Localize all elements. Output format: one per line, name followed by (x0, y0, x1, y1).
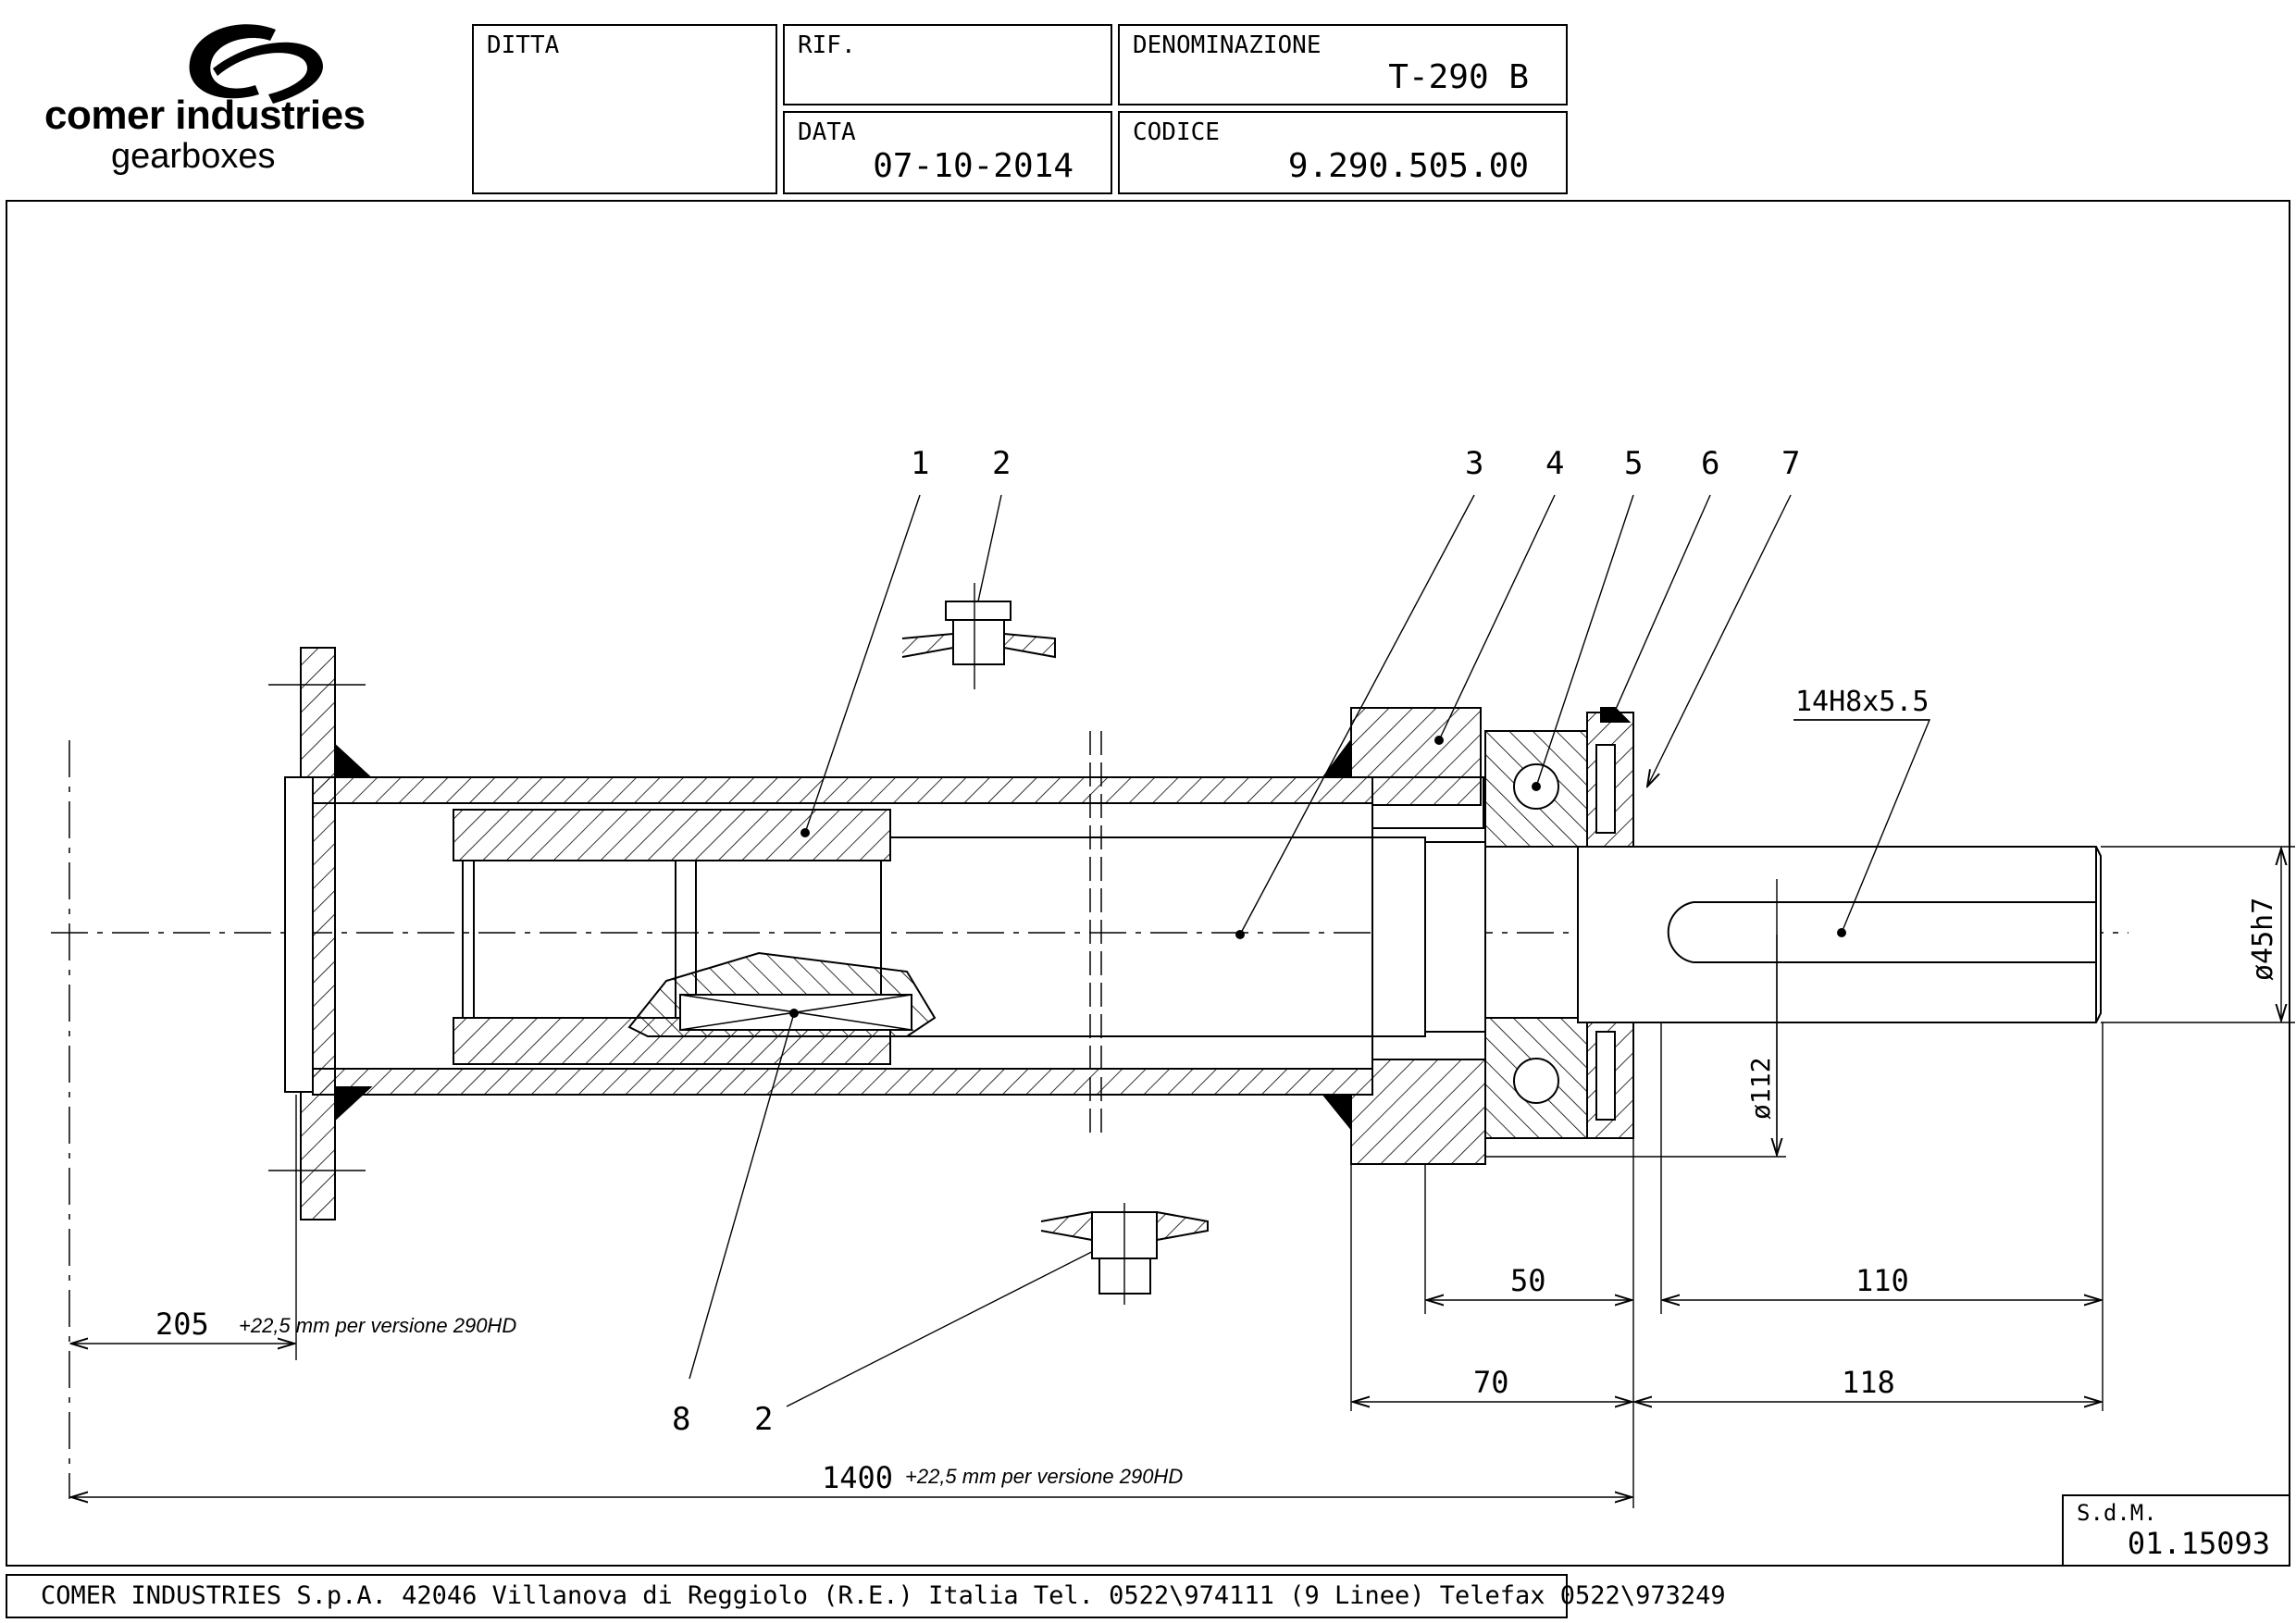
tube-top-wall (312, 776, 1373, 804)
comer-swoosh-icon (189, 24, 323, 104)
balloon-1: 1 (911, 445, 929, 482)
ditta-field: DITTA (472, 24, 777, 194)
balloon-8: 8 (672, 1401, 690, 1438)
shaft-step (1424, 841, 1486, 1033)
sleeve-top (453, 809, 891, 861)
rif-field: RIF. (783, 24, 1112, 105)
bearing-ball-bottom (1513, 1058, 1559, 1104)
denominazione-value: T-290 B (1388, 58, 1529, 96)
company-tagline: gearboxes (111, 137, 276, 176)
company-name: comer industries (44, 93, 366, 138)
dim-110: 110 (1855, 1263, 1909, 1298)
note-205: +22,5 mm per versione 290HD (239, 1314, 516, 1337)
dim-118: 118 (1842, 1365, 1895, 1400)
dim-205: 205 (155, 1307, 209, 1342)
denominazione-label: DENOMINAZIONE (1133, 31, 1322, 59)
rif-label: RIF. (798, 31, 856, 59)
note-1400: +22,5 mm per versione 290HD (905, 1465, 1183, 1488)
drawing-frame (6, 200, 2290, 1567)
dim-50: 50 (1510, 1263, 1546, 1298)
data-label: DATA (798, 118, 856, 146)
codice-value: 9.290.505.00 (1287, 147, 1529, 185)
balloon-6: 6 (1701, 445, 1719, 482)
company-logo (37, 20, 444, 196)
ditta-label: DITTA (487, 31, 560, 59)
keyway (1667, 901, 2096, 963)
keyway-callout: 14H8x5.5 (1795, 686, 1930, 718)
sdm-label: S.d.M. (2077, 1500, 2157, 1526)
flange-hub (284, 776, 314, 1093)
data-field: DATA 07-10-2014 (783, 111, 1112, 194)
grub-screw-bottom (1040, 1203, 1209, 1305)
balloon-2-top: 2 (992, 445, 1011, 482)
grub-screw-top (901, 583, 1056, 689)
dim-70: 70 (1473, 1365, 1509, 1400)
balloon-4: 4 (1545, 445, 1564, 482)
balloon-5: 5 (1624, 445, 1643, 482)
dim-d45h7: ø45h7 (2247, 898, 2279, 981)
balloon-7: 7 (1781, 445, 1800, 482)
data-value: 07-10-2014 (873, 147, 1074, 185)
sdm-box: S.d.M. 01.15093 (2062, 1494, 2289, 1567)
dim-d112: ø112 (1745, 1058, 1776, 1120)
left-flange (300, 647, 336, 1220)
codice-field: CODICE 9.290.505.00 (1118, 111, 1568, 194)
balloon-2-bottom: 2 (754, 1401, 773, 1438)
sdm-value: 01.15093 (2127, 1526, 2270, 1561)
codice-label: CODICE (1133, 118, 1220, 146)
balloon-3: 3 (1465, 445, 1483, 482)
denominazione-field: DENOMINAZIONE T-290 B (1118, 24, 1568, 105)
footer-company-address: COMER INDUSTRIES S.p.A. 42046 Villanova … (6, 1574, 1726, 1618)
dim-1400: 1400 (822, 1460, 893, 1495)
tube-bottom-wall (312, 1068, 1373, 1096)
